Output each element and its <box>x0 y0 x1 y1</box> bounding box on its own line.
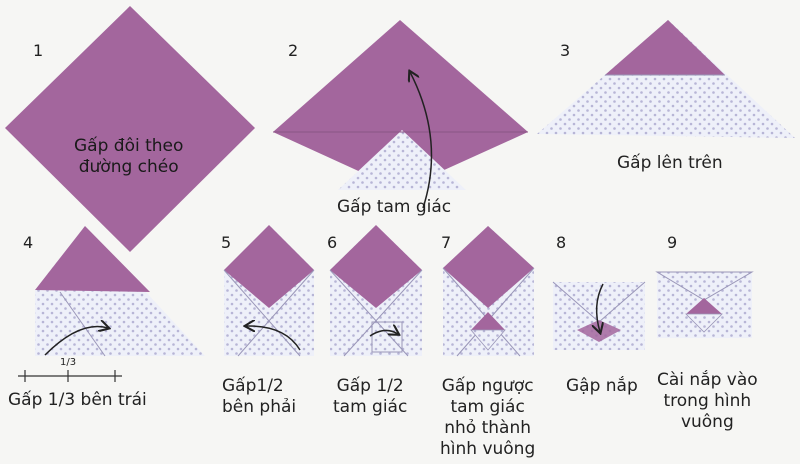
step-3-illustration <box>537 20 795 138</box>
step-5-caption-line-2: bên phải <box>222 397 297 417</box>
step-2-number: 2 <box>288 41 299 60</box>
step-1-caption-line-2: đường chéo <box>78 157 179 177</box>
step-9-caption-line-2: trong hình <box>663 391 752 411</box>
step-7-caption-line-1: Gấp ngược <box>441 376 534 396</box>
step-9-caption-line-1: Cài nắp vào <box>657 370 758 390</box>
step-9-caption: Cài nắp vào trong hình vuông <box>657 370 758 433</box>
step-9-caption-line-3: vuông <box>680 412 734 432</box>
step-4-caption-line-1: Gấp 1/3 bên trái <box>8 390 147 410</box>
step-3-caption-line-1: Gấp lên trên <box>617 153 723 173</box>
step-5-number: 5 <box>221 233 232 252</box>
step-4-illustration <box>18 226 205 382</box>
step-4-number: 4 <box>23 233 34 252</box>
step-2-caption: Gấp tam giác <box>337 197 451 218</box>
step-2-caption-line-1: Gấp tam giác <box>337 197 452 217</box>
step-6-caption-line-2: tam giác <box>333 397 408 417</box>
step-6-caption-line-1: Gấp 1/2 <box>336 376 404 396</box>
step-3-caption: Gấp lên trên <box>617 153 723 174</box>
step-5-caption: Gấp1/2 bên phải <box>222 376 296 418</box>
step-2-illustration <box>273 20 528 209</box>
step-8-number: 8 <box>556 233 567 252</box>
step-7-number: 7 <box>441 233 452 252</box>
step-4-measure-label: 1/3 <box>60 357 77 368</box>
step-6-illustration <box>329 225 423 357</box>
step-6-caption: Gấp 1/2 tam giác <box>333 376 407 418</box>
step-1-caption-line-1: Gấp đôi theo <box>74 136 184 156</box>
step-9-number: 9 <box>667 233 678 252</box>
step-7-caption-line-2: tam giác <box>450 397 525 417</box>
step-7-caption: Gấp ngược tam giác nhỏ thành hình vuông <box>440 376 535 460</box>
step-8-caption: Gập nắp <box>566 376 638 397</box>
step-1-illustration <box>5 6 255 252</box>
step-7-illustration <box>442 226 535 357</box>
step-9-illustration <box>655 271 754 338</box>
step-4-caption: Gấp 1/3 bên trái <box>8 390 147 411</box>
step-5-illustration <box>223 225 315 357</box>
step-8-illustration <box>552 281 646 350</box>
step-7-caption-line-3: nhỏ thành <box>444 418 532 438</box>
step-8-caption-line-1: Gập nắp <box>566 376 638 396</box>
step-1-number: 1 <box>33 41 44 60</box>
step-3-number: 3 <box>560 41 571 60</box>
step-7-caption-line-4: hình vuông <box>440 439 536 459</box>
step-6-number: 6 <box>327 233 338 252</box>
step-5-caption-line-1: Gấp1/2 <box>222 376 284 396</box>
step-1-caption: Gấp đôi theo đường chéo <box>74 136 183 178</box>
